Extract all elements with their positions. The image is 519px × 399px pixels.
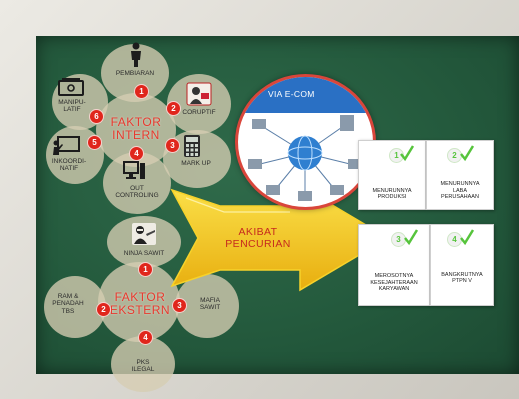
node-label-outcontroling: OUT CONTROLING: [115, 185, 159, 200]
node-pks-ilegal: [111, 336, 175, 392]
node-label-mafia-sawit: MAFIA SAWIT: [199, 297, 221, 312]
node-label-coruptif: CORUPTIF: [182, 109, 216, 116]
badge-internal-5: 5: [87, 135, 102, 150]
node-label-pks-ilegal: PKS ILEGAL: [131, 359, 155, 374]
badge-internal-6: 6: [89, 109, 104, 124]
check-icon: [400, 145, 415, 162]
check-icon: [460, 229, 475, 246]
node-ram-penadah: [44, 276, 106, 338]
node-label-manipulatif: MANIPU- LATIF: [58, 99, 86, 114]
result-text-3: MEROSOTNYA KESEJAHTERAAN KARYAWAN: [370, 273, 418, 293]
check-icon: [404, 229, 419, 246]
external-hub: [98, 262, 180, 342]
external-hub-label: FAKTOR EKSTERN: [109, 290, 171, 317]
badge-external-1: 1: [138, 262, 153, 277]
badge-external-4: 4: [138, 330, 153, 345]
badge-internal-2: 2: [166, 101, 181, 116]
node-label-inkoordinatif: INKOORDI- NATIF: [51, 158, 87, 173]
network-icon: [248, 115, 362, 201]
result-card-1: 1 MENURUNNYA PRODUKSI: [358, 140, 426, 210]
thief-icon: [186, 82, 212, 106]
person-icon: [131, 42, 141, 67]
result-card-3: 3 MEROSOTNYA KESEJAHTERAAN KARYAWAN: [358, 224, 430, 306]
result-text-2: MENURUNNYA LABA PERUSAHAAN: [440, 181, 480, 201]
badge-internal-3: 3: [165, 138, 180, 153]
badge-internal-1: 1: [134, 84, 149, 99]
internal-hub-label: FAKTOR INTERN: [110, 115, 162, 142]
badge-external-3: 3: [172, 298, 187, 313]
result-card-4: 4 BANGKRUTNYA PTPN V: [430, 224, 494, 306]
result-card-2: 2 MENURUNNYA LABA PERUSAHAAN: [426, 140, 494, 210]
badge-external-2: 2: [96, 302, 111, 317]
node-label-pembiaran: PEMBIARAN: [115, 70, 155, 77]
ninja-icon: [132, 223, 156, 245]
node-label-ninja-sawit: NINJA SAWIT: [123, 250, 165, 257]
ecom-title: VIA E-COM: [268, 89, 315, 99]
presentation-icon: [53, 136, 80, 155]
cash-icon: [58, 78, 84, 96]
calculator-icon: [184, 135, 200, 157]
impact-arrow: [170, 184, 390, 292]
node-label-ram-penadah: RAM & PENADAH TBS: [52, 293, 84, 315]
node-label-markup: MARK UP: [181, 160, 211, 167]
result-text-1: MENURUNNYA PRODUKSI: [372, 187, 412, 201]
monitor-icon: [123, 161, 145, 179]
arrow-label: AKIBAT PENCURIAN: [225, 226, 291, 251]
ecom-header-band: [238, 77, 373, 113]
ecom-panel: VIA E-COM: [235, 74, 376, 210]
badge-internal-4: 4: [129, 146, 144, 161]
result-text-4: BANGKRUTNYA PTPN V: [441, 271, 483, 285]
check-icon: [460, 145, 475, 162]
result-number-1: 1: [389, 148, 404, 163]
